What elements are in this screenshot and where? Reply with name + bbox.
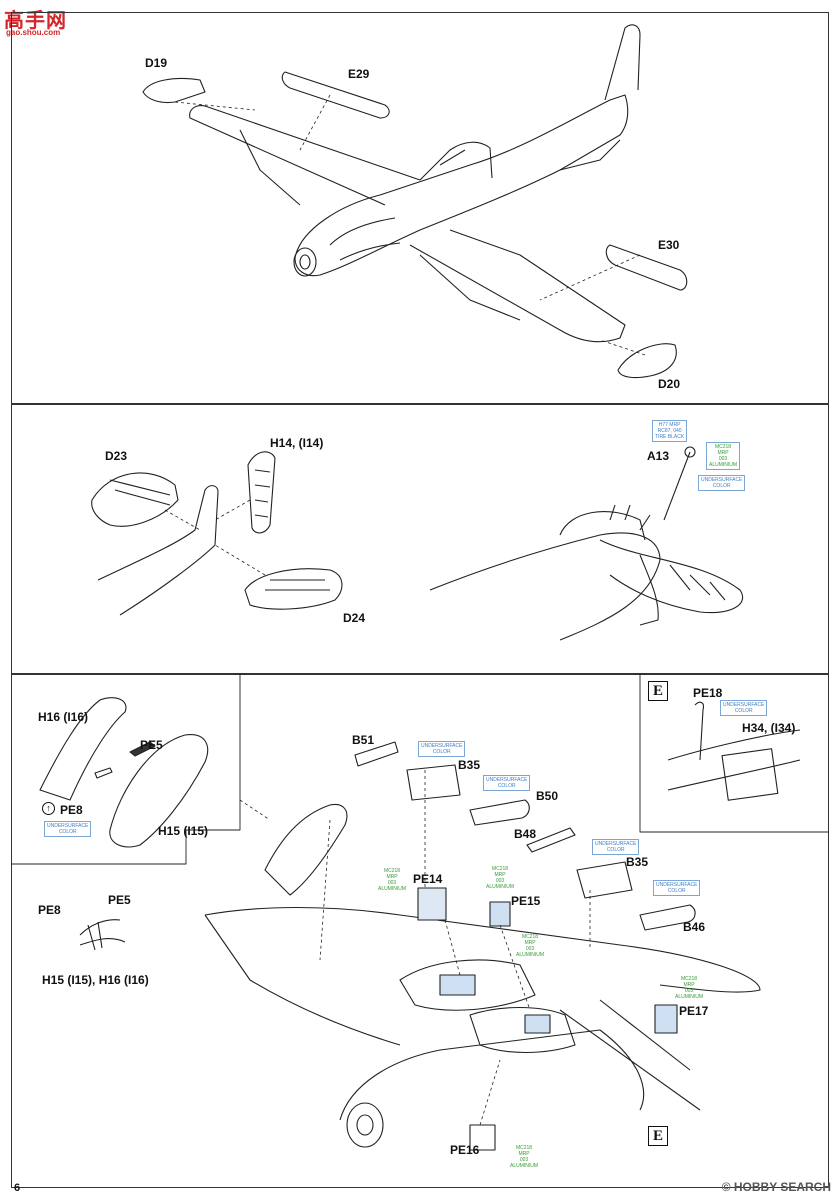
tail-left-view xyxy=(91,451,343,616)
label-pe5: PE5 xyxy=(140,738,163,752)
label-a13: A13 xyxy=(647,449,670,463)
marker-e-inset: E xyxy=(648,681,668,701)
label-h14: H14, (I14) xyxy=(270,436,324,450)
marker-e-main: E xyxy=(648,1126,668,1146)
label-h34: H34, (I34) xyxy=(742,721,796,735)
label-d23: D23 xyxy=(105,449,128,463)
label-b51: B51 xyxy=(352,733,375,747)
label-d19: D19 xyxy=(145,56,168,70)
paint-note-undersurface-inset: UNDERSURFACE COLOR xyxy=(44,821,92,837)
paint-note-undersurface-e: UNDERSURFACE COLOR xyxy=(720,700,768,716)
detail-caption: H15 (I15), H16 (I16) xyxy=(42,973,149,987)
paint-note-aluminium-pe17: MC218 MRP 003 ALUMINIUM xyxy=(675,976,704,1000)
label-pe14: PE14 xyxy=(413,872,443,886)
radiator-assembly xyxy=(11,674,829,1151)
paint-note-undersurface-b51: UNDERSURFACE COLOR xyxy=(418,741,466,757)
label-b50: B50 xyxy=(536,789,559,803)
tail-right-view xyxy=(429,446,743,641)
label-e30: E30 xyxy=(658,238,680,252)
label-b35-upper: B35 xyxy=(458,758,481,772)
label-e29: E29 xyxy=(348,67,370,81)
paint-note-aluminium: MC218 MRP 003 ALUMINIUM xyxy=(706,442,741,470)
paint-note-undersurface-b46: UNDERSURFACE COLOR xyxy=(653,880,701,896)
label-pe15: PE15 xyxy=(511,894,541,908)
paint-note-tire-black: H77 MRP RC87, 040 TIRE BLACK xyxy=(652,420,688,442)
label-h15: H15 (I15) xyxy=(158,824,209,838)
panel-step-3 xyxy=(11,674,829,1188)
label-d24: D24 xyxy=(343,611,366,625)
paint-note-aluminium-pe14: MC218 MRP 003 ALUMINIUM xyxy=(378,868,407,892)
detail-label-pe8: PE8 xyxy=(38,903,61,917)
panel-step-1 xyxy=(11,12,829,404)
watermark: © HOBBY SEARCH xyxy=(721,1180,831,1194)
paint-note-undersurface-b50: UNDERSURFACE COLOR xyxy=(483,775,531,791)
aircraft-top-view xyxy=(142,24,688,379)
logo-subtext: gao.shou.com xyxy=(6,28,61,37)
paint-note-aluminium-center: MC218 MRP 003 ALUMINIUM xyxy=(516,934,545,958)
paint-note-undersurface-b48: UNDERSURFACE COLOR xyxy=(592,839,640,855)
label-h16: H16 (I16) xyxy=(38,710,89,724)
label-pe18: PE18 xyxy=(693,686,723,700)
label-pe16: PE16 xyxy=(450,1143,480,1157)
label-pe17: PE17 xyxy=(679,1004,709,1018)
label-d20: D20 xyxy=(658,377,681,391)
paint-note-undersurface: UNDERSURFACE COLOR xyxy=(698,475,746,491)
page-number: 6 xyxy=(14,1182,21,1194)
label-pe8: PE8 xyxy=(60,803,83,817)
panel-step-2 xyxy=(11,404,829,674)
label-b48: B48 xyxy=(514,827,537,841)
paint-note-aluminium-pe15: MC218 MRP 003 ALUMINIUM xyxy=(486,866,515,890)
label-b35-lower: B35 xyxy=(626,855,649,869)
label-b46: B46 xyxy=(683,920,706,934)
paint-note-aluminium-pe16: MC218 MRP 003 ALUMINIUM xyxy=(510,1145,539,1169)
detail-label-pe5: PE5 xyxy=(108,893,131,907)
arrow-up-icon: ↑ xyxy=(42,802,55,815)
